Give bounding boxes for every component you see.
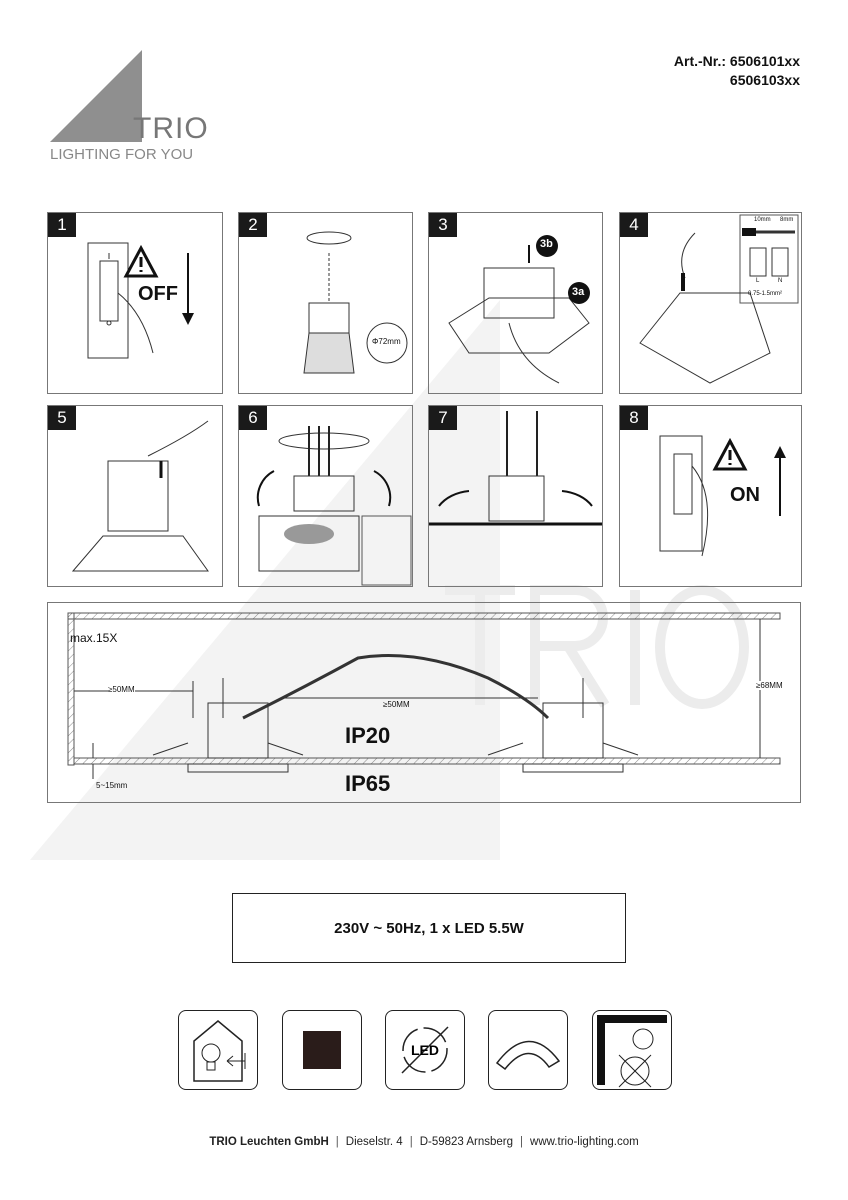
step-6-panel: 6 (238, 405, 413, 587)
max-count: max.15X (70, 631, 118, 645)
article-numbers: Art.-Nr.: 6506101xx 6506103xx (674, 52, 800, 90)
strip-length-2: 8mm (780, 217, 794, 223)
logo-tagline: LIGHTING FOR YOU (50, 146, 194, 163)
switch-illustration (87, 242, 194, 359)
on-label: ON (730, 484, 760, 506)
terminal-l: L (756, 278, 760, 284)
swivel-icon (488, 1010, 568, 1090)
ip-rating-top: IP20 (345, 723, 391, 748)
spacing-distance: ≥50MM (383, 700, 410, 709)
strip-length-1: 10mm (754, 217, 771, 223)
step-2-panel: 2 Φ72mm (238, 212, 413, 394)
mount-illustration (429, 411, 602, 526)
lamp-illustration (303, 231, 408, 374)
label-3a: 3a (572, 286, 585, 298)
step-8-panel: 8 ON (619, 405, 802, 587)
step-number: 4 (620, 213, 648, 237)
off-label: OFF (138, 283, 178, 305)
switch-on-illustration (659, 435, 786, 557)
step-number: 6 (239, 406, 267, 430)
ip-rating-bottom: IP65 (345, 771, 391, 796)
square-shape-icon (282, 1010, 362, 1090)
step-number: 8 (620, 406, 648, 430)
installation-drawing (67, 612, 781, 779)
step-number: 7 (429, 406, 457, 430)
step-number: 3 (429, 213, 457, 237)
footer-company: TRIO Leuchten GmbH (209, 1136, 329, 1148)
step-7-panel: 7 (428, 405, 603, 587)
ceiling-thickness: 5~15mm (96, 781, 128, 790)
wall-distance: ≥50MM (108, 685, 135, 694)
label-3b: 3b (540, 238, 553, 250)
led-text: LED (411, 1042, 439, 1058)
no-insulation-cover-icon (592, 1010, 672, 1090)
footer-website[interactable]: www.trio-lighting.com (530, 1136, 639, 1148)
article-label: Art.-Nr.: (673, 53, 727, 69)
installation-diagram: max.15X ≥50MM ≥50MM ≥68MM 5~15mm IP20 IP… (47, 602, 801, 803)
led-not-replaceable-icon: LED (385, 1010, 465, 1090)
article-number: 6506103xx (729, 72, 800, 88)
electrical-spec: 230V ~ 50Hz, 1 x LED 5.5W (232, 893, 626, 963)
footer: TRIO Leuchten GmbH|Dieselstr. 4|D-59823 … (209, 1136, 639, 1148)
footer-city: D-59823 Arnsberg (419, 1136, 514, 1148)
logo-name: TRIO (133, 112, 209, 145)
terminal-close-illustration (71, 420, 209, 572)
step-3-panel: 3 3b 3a (428, 212, 603, 394)
remove-illustration (448, 235, 590, 384)
wire-gauge: 0.75-1.5mm² (748, 291, 783, 297)
logo-triangle (50, 50, 142, 142)
height-clearance: ≥68MM (756, 681, 783, 690)
step-number: 5 (48, 406, 76, 430)
step-1-panel: 1 OFF (47, 212, 223, 394)
step-4-panel: 4 10mm 8mm L N 0.75-1.5mm² (619, 212, 802, 394)
footer-street: Dieselstr. 4 (345, 1136, 403, 1148)
step-number: 1 (48, 213, 76, 237)
wiring-illustration (639, 214, 799, 384)
article-number: 6506101xx (729, 53, 800, 69)
hole-diameter: Φ72mm (372, 337, 401, 346)
insert-illustration (256, 426, 412, 586)
terminal-n: N (778, 278, 783, 284)
step-number: 2 (239, 213, 267, 237)
indoor-use-icon (178, 1010, 258, 1090)
step-5-panel: 5 (47, 405, 223, 587)
